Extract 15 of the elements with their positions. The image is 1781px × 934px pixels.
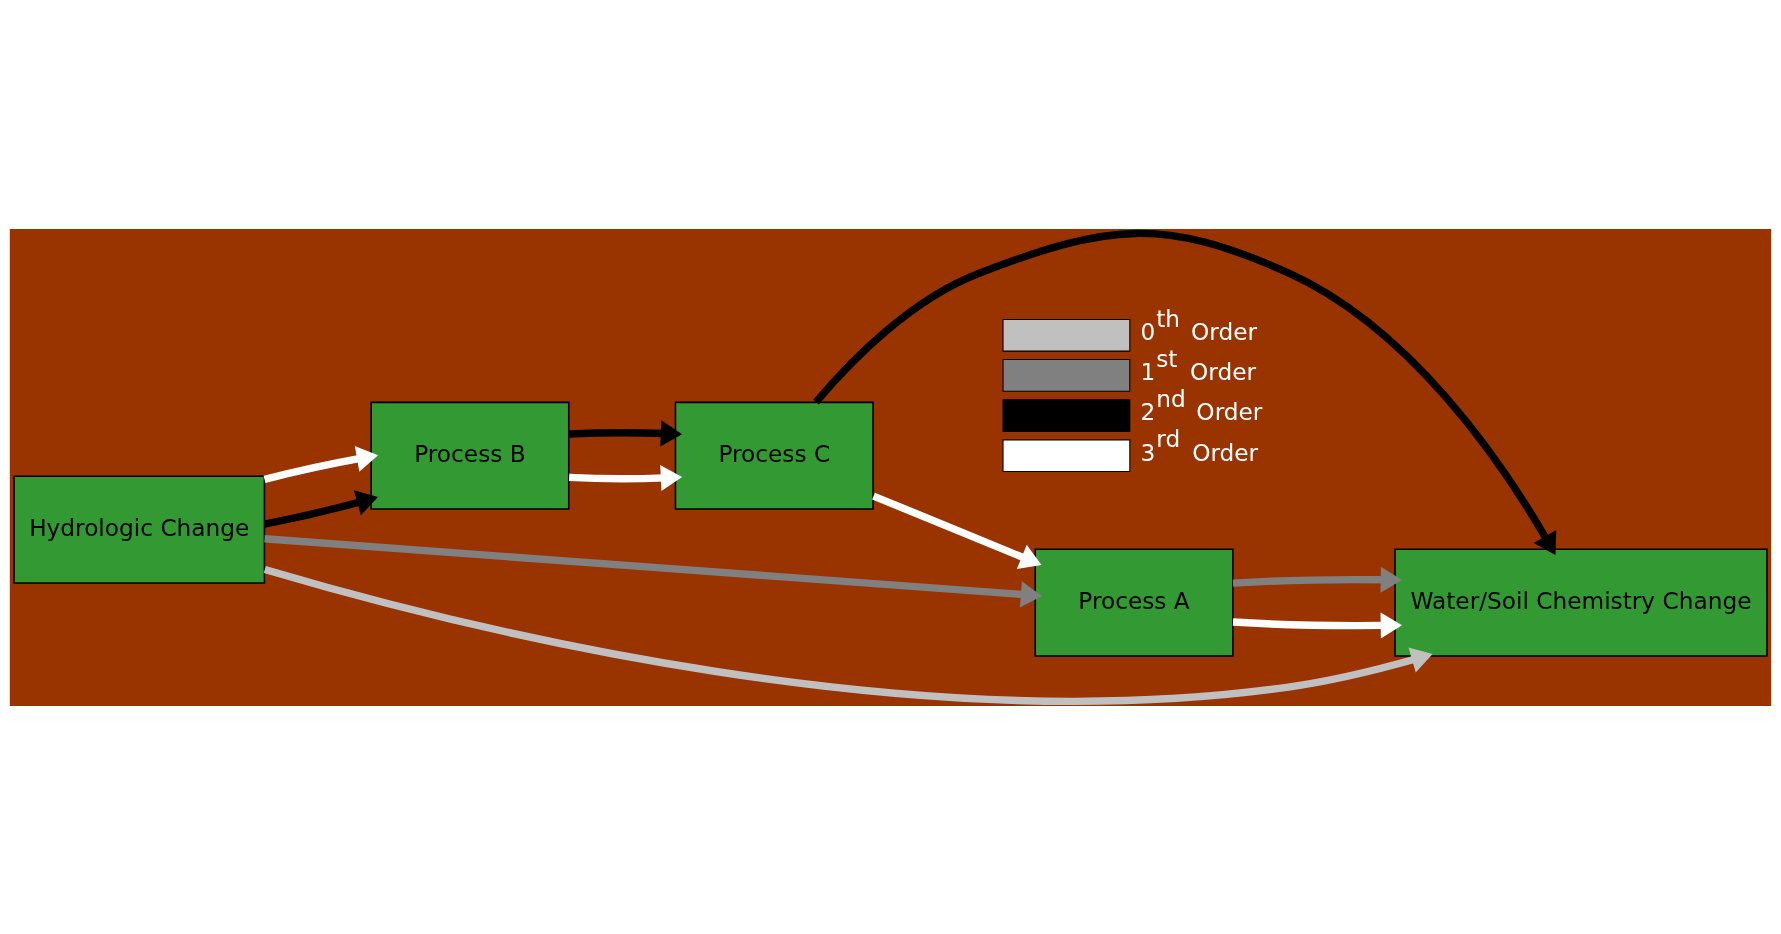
arrow	[872, 492, 1042, 569]
arrow	[1232, 566, 1403, 593]
arrow	[1232, 611, 1403, 639]
node-box: Process A	[1034, 547, 1234, 657]
arrow	[813, 229, 1557, 555]
arrow	[264, 534, 1043, 607]
arrow	[263, 489, 378, 528]
node-box: Water/Soil Chemistry Change	[1394, 547, 1768, 657]
node-box: Process B	[370, 401, 570, 510]
arrow	[568, 464, 683, 491]
node-box: Process C	[674, 401, 874, 510]
arrow	[568, 419, 683, 446]
node-box: Hydrologic Change	[13, 475, 266, 584]
arrow	[263, 445, 379, 483]
arrow	[263, 565, 1433, 705]
